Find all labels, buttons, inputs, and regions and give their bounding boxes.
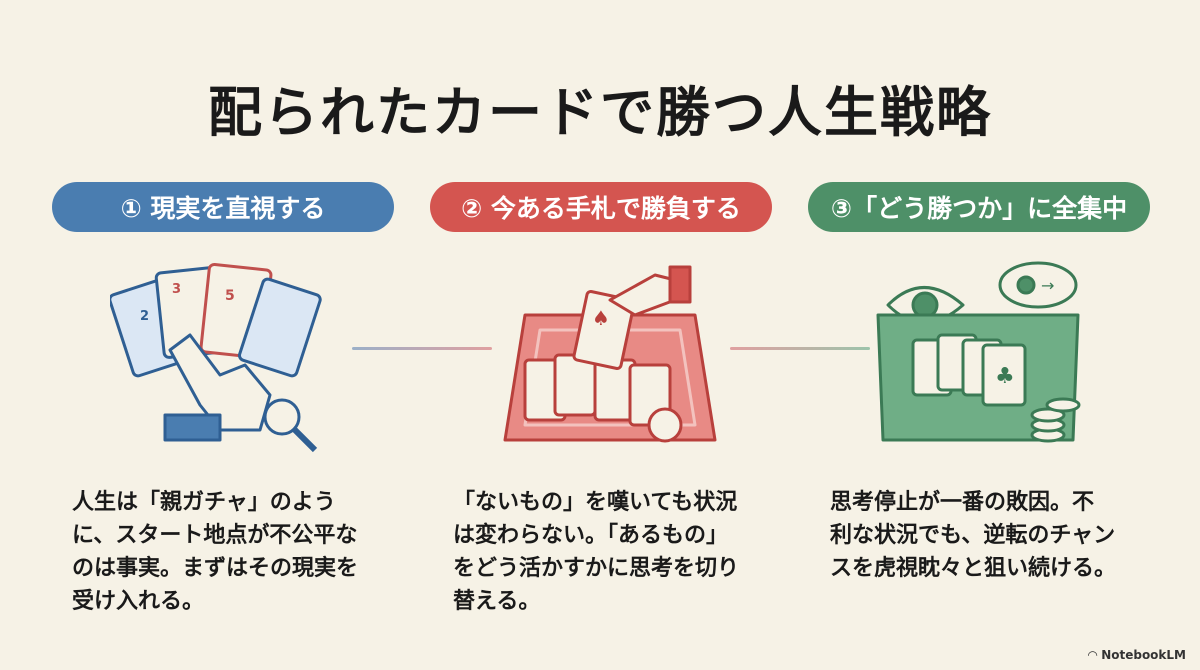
- step-3-label: ③「どう勝つか」に全集中: [808, 182, 1150, 232]
- desc-line: 「ないもの」を嘆いても状況: [453, 490, 738, 515]
- page-title: 配られたカードで勝つ人生戦略: [208, 81, 992, 144]
- hand-holding-cards-with-magnifier-icon: 5 3 2: [110, 262, 322, 453]
- svg-text:♠: ♠: [592, 306, 610, 330]
- desc-line: 人生は「親ガチャ」のよう: [72, 490, 336, 515]
- step-1-description: 人生は「親ガチャ」のよう に、スタート地点が不公平な のは事実。まずはその現実を…: [72, 486, 358, 618]
- step-2-label: ② 今ある手札で勝負する: [430, 182, 772, 232]
- brand-watermark: ◠ NotebookLM: [1088, 648, 1186, 662]
- svg-text:3: 3: [172, 282, 181, 297]
- desc-line: 思考停止が一番の敗因。不: [830, 490, 1095, 515]
- svg-text:→: →: [1041, 276, 1054, 295]
- desc-line: のは事実。まずはその現実を: [72, 556, 359, 581]
- desc-line: 受け入れる。: [72, 589, 205, 614]
- step-2-description: 「ないもの」を嘆いても状況 は変わらない。「あるもの」 をどう活かすかに思考を切…: [453, 486, 739, 618]
- svg-text:♣: ♣: [995, 364, 1015, 389]
- hand-playing-card-on-table-icon: ♠: [503, 265, 717, 443]
- connector-1-2: [352, 347, 492, 350]
- desc-line: は変わらない。「あるもの」: [453, 523, 729, 548]
- svg-text:5: 5: [225, 288, 235, 304]
- svg-text:2: 2: [140, 309, 149, 324]
- step-3-description: 思考停止が一番の敗因。不 利な状況でも、逆転のチャン スを虎視眈々と狙い続ける。: [830, 486, 1116, 585]
- desc-line: スを虎視眈々と狙い続ける。: [830, 556, 1117, 581]
- step-1-label: ① 現実を直視する: [52, 182, 394, 232]
- notebooklm-logo-icon: ◠: [1087, 648, 1098, 662]
- connector-2-3: [730, 347, 870, 350]
- desc-line: 替える。: [453, 589, 541, 614]
- desc-line: に、スタート地点が不公平な: [72, 523, 358, 548]
- desc-line: 利な状況でも、逆転のチャン: [830, 523, 1116, 548]
- desc-line: をどう活かすかに思考を切り: [453, 556, 740, 581]
- eye-watching-cards-and-chips-icon: ♣ →: [876, 261, 1081, 443]
- brand-label: NotebookLM: [1101, 648, 1186, 662]
